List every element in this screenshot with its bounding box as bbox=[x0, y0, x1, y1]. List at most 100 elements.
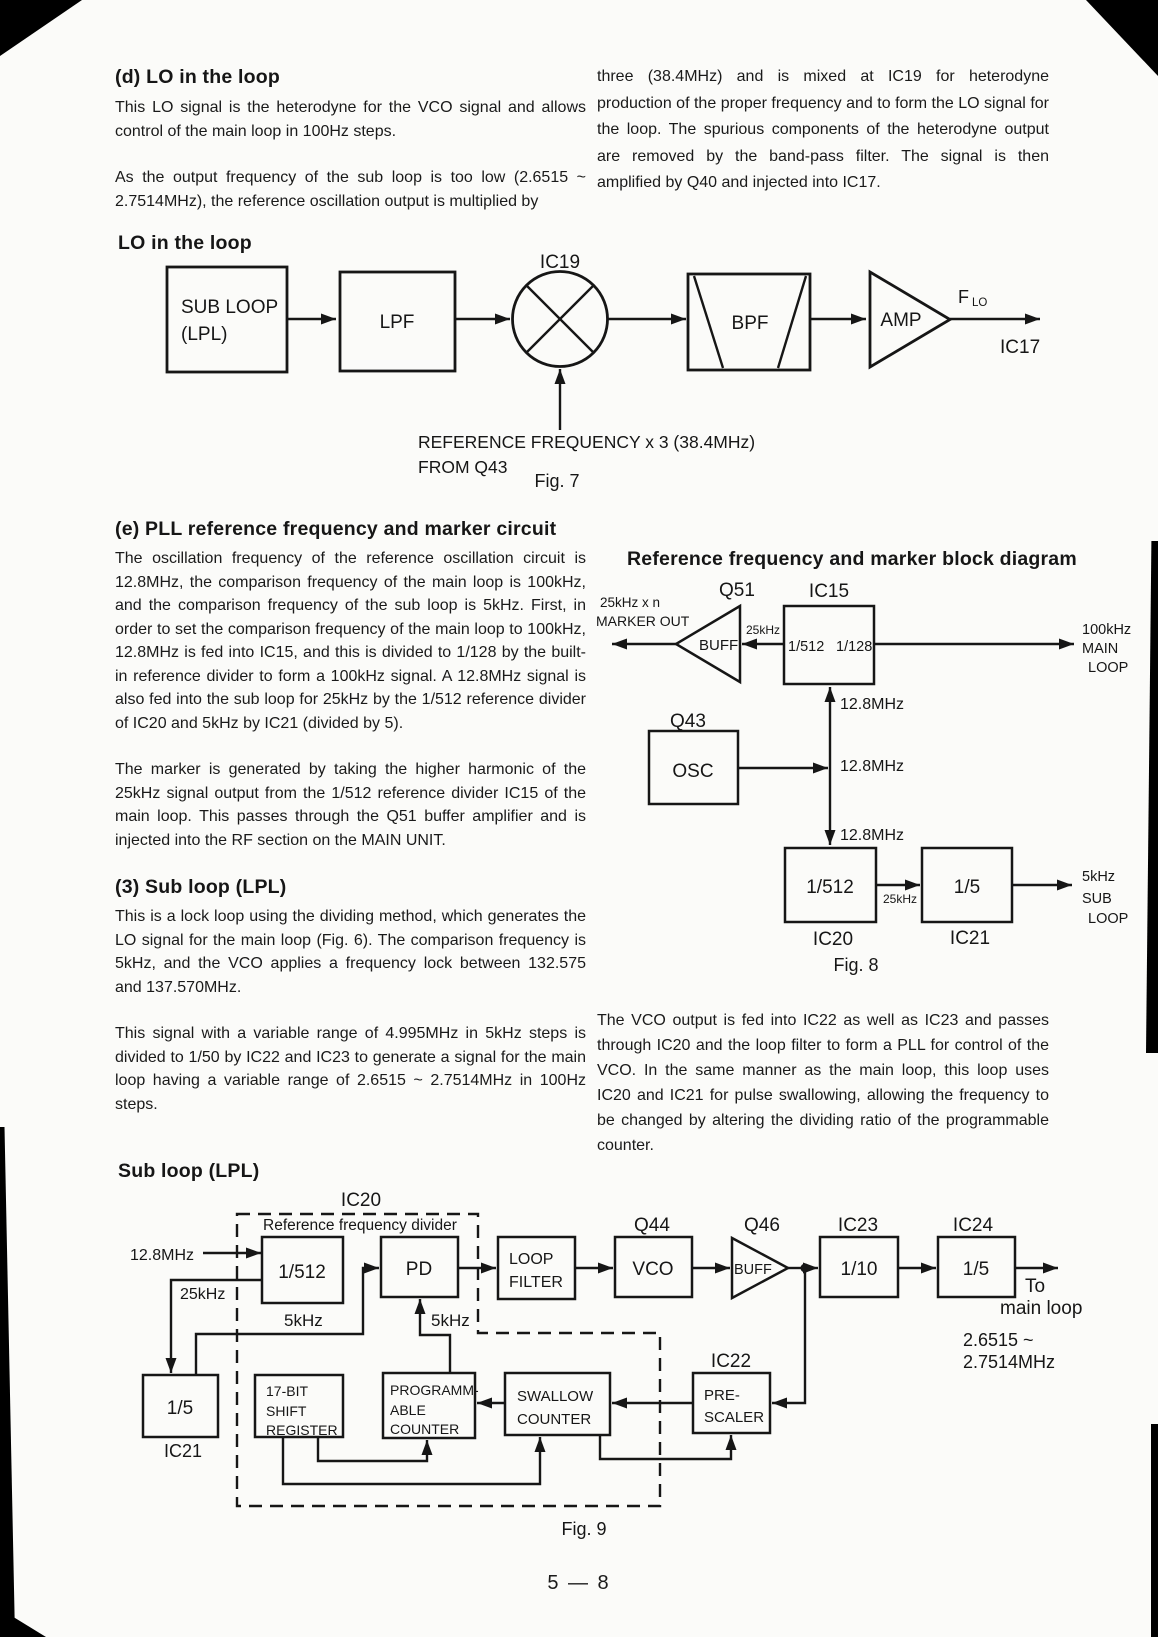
khz25-wire bbox=[165, 1278, 262, 1373]
section-d-paragraph-2: As the output frequency of the sub loop … bbox=[115, 169, 586, 210]
ic15-box bbox=[782, 604, 876, 686]
to-label: To bbox=[1025, 1276, 1045, 1297]
ic20-div512-label: 1/512 bbox=[806, 877, 854, 898]
section-3-heading: (3) Sub loop (LPL) bbox=[115, 876, 287, 898]
ic17-label: IC17 bbox=[1000, 337, 1040, 358]
osc-box bbox=[647, 729, 740, 806]
section-d-heading: (d) LO in the loop bbox=[115, 66, 280, 88]
div512-label: 1/512 bbox=[278, 1262, 326, 1283]
scan-edge-artifact bbox=[1146, 541, 1158, 1053]
amp-symbol bbox=[868, 269, 953, 370]
mhz-label-3: 12.8MHz bbox=[840, 827, 904, 844]
section-d: (d) LO in the loop This LO signal is the… bbox=[115, 66, 586, 213]
counter-5khz-wire bbox=[414, 1299, 452, 1373]
fig9-heading: Sub loop (LPL) bbox=[118, 1160, 260, 1182]
ic15-label: IC15 bbox=[809, 581, 849, 602]
loop-filter-label-2: FILTER bbox=[509, 1274, 563, 1291]
khz25-mid-label: 25kHz bbox=[883, 892, 917, 906]
amp-label: AMP bbox=[880, 310, 921, 331]
sub-loop-out-label-3: LOOP bbox=[1088, 911, 1128, 927]
prescaler-box bbox=[691, 1371, 772, 1435]
bpf-slant bbox=[776, 275, 808, 369]
osc-label: OSC bbox=[672, 761, 713, 782]
ic21-label: IC21 bbox=[950, 928, 990, 949]
loop-filter-label-1: LOOP bbox=[509, 1251, 553, 1268]
fig9-caption: Fig. 9 bbox=[561, 1519, 606, 1539]
vco-box bbox=[613, 1235, 694, 1299]
programmable-counter-box bbox=[381, 1371, 477, 1440]
page-number: 5 — 8 bbox=[547, 1572, 611, 1594]
main-loop-out-label-3: LOOP bbox=[1088, 660, 1128, 676]
sub-loop-out-label-1: 5kHz bbox=[1082, 869, 1115, 885]
prescaler-label-2: SCALER bbox=[704, 1409, 764, 1426]
ic20-label: IC20 bbox=[813, 929, 853, 950]
right-column-mid: The VCO output is fed into IC22 as well … bbox=[597, 1008, 1049, 1158]
swallow-label-1: SWALLOW bbox=[517, 1388, 594, 1405]
reference-input-label-2: FROM Q43 bbox=[418, 457, 507, 477]
q51-label: Q51 bbox=[719, 580, 755, 601]
ic21-div5-label: 1/5 bbox=[167, 1398, 193, 1419]
div512-box bbox=[260, 1235, 345, 1305]
main-loop-out-label-2: MAIN bbox=[1082, 641, 1118, 657]
section-e: (e) PLL reference frequency and marker c… bbox=[115, 518, 586, 1116]
buff-label: BUFF bbox=[734, 1262, 772, 1278]
fig7-diagram: SUB LOOP (LPL) LPF IC19 BPF AMP F LO IC1… bbox=[165, 252, 1040, 491]
marker-out-label-1: 25kHz x n bbox=[600, 595, 660, 610]
ic20-label: IC20 bbox=[341, 1190, 381, 1211]
feedback-wire bbox=[772, 1268, 807, 1409]
right-top-paragraph: three (38.4MHz) and is mixed at IC19 for… bbox=[597, 68, 1049, 191]
section-3-paragraph-2: This signal with a variable range of 4.9… bbox=[115, 1025, 586, 1113]
prog-counter-label-1: PROGRAMM- bbox=[390, 1382, 479, 1398]
main-loop-label: main loop bbox=[1000, 1298, 1082, 1319]
ic19-label: IC19 bbox=[540, 252, 580, 273]
mhz-label-2: 12.8MHz bbox=[840, 758, 904, 775]
sub-loop-out-label-2: SUB bbox=[1082, 891, 1112, 907]
mhz-label-1: 12.8MHz bbox=[840, 696, 904, 713]
khz25-label: 25kHz bbox=[180, 1286, 225, 1303]
lpf-label: LPF bbox=[380, 312, 415, 333]
subloop-box bbox=[165, 265, 289, 374]
section-d-paragraph-1: This LO signal is the heterodyne for the… bbox=[115, 99, 586, 140]
fig9-diagram: IC20 Reference frequency divider 1/512 P… bbox=[130, 1190, 1082, 1539]
subloop-label-2: (LPL) bbox=[181, 324, 227, 345]
ic15-div128-label: 1/128 bbox=[836, 639, 872, 655]
ic24-box bbox=[936, 1235, 1017, 1299]
ic24-label: IC24 bbox=[953, 1215, 994, 1236]
flo-subscript: LO bbox=[972, 297, 987, 309]
q46-label: Q46 bbox=[744, 1215, 780, 1236]
vco-label: VCO bbox=[632, 1259, 673, 1280]
shift-to-swallow-wire bbox=[281, 1437, 546, 1486]
shift-register-box bbox=[253, 1373, 345, 1439]
buffer-amp-symbol bbox=[730, 1235, 791, 1301]
khz5-counter-label: 5kHz bbox=[431, 1311, 470, 1330]
range-label-1: 2.6515 ~ bbox=[963, 1330, 1034, 1350]
shift-register-label-2: SHIFT bbox=[266, 1403, 307, 1419]
marker-out-label-2: MARKER OUT bbox=[596, 613, 690, 629]
ic21-box bbox=[920, 846, 1014, 924]
buff-label: BUFF bbox=[699, 637, 738, 654]
subloop-label-1: SUB LOOP bbox=[181, 297, 278, 318]
shift-to-prog-wire bbox=[316, 1437, 433, 1463]
bpf-label: BPF bbox=[732, 313, 769, 334]
fig7-heading: LO in the loop bbox=[118, 232, 252, 254]
ic24-div5-label: 1/5 bbox=[963, 1259, 989, 1280]
buffer-amp-symbol bbox=[673, 603, 742, 685]
scan-edge-artifact bbox=[1086, 0, 1158, 76]
swallow-label-2: COUNTER bbox=[517, 1411, 591, 1428]
section-e-paragraph-1: The oscillation frequency of the referen… bbox=[115, 550, 586, 732]
reference-input-label-1: REFERENCE FREQUENCY x 3 (38.4MHz) bbox=[418, 432, 755, 452]
prog-counter-label-3: COUNTER bbox=[390, 1421, 459, 1437]
prescaler-label-1: PRE- bbox=[704, 1387, 740, 1404]
swallow-counter-box bbox=[503, 1371, 612, 1437]
mhz-input-label: 12.8MHz bbox=[130, 1247, 194, 1264]
div10-label: 1/10 bbox=[841, 1259, 878, 1280]
shift-register-label-1: 17-BIT bbox=[266, 1383, 308, 1399]
right-mid-paragraph: The VCO output is fed into IC22 as well … bbox=[597, 1012, 1049, 1154]
fig8-caption: Fig. 8 bbox=[833, 955, 878, 975]
flo-label: F bbox=[958, 287, 969, 307]
mixer-cross bbox=[525, 284, 595, 354]
ic20-box bbox=[783, 846, 878, 924]
swallow-to-prescaler-wire bbox=[598, 1435, 737, 1461]
main-loop-out-label-1: 100kHz bbox=[1082, 622, 1131, 638]
